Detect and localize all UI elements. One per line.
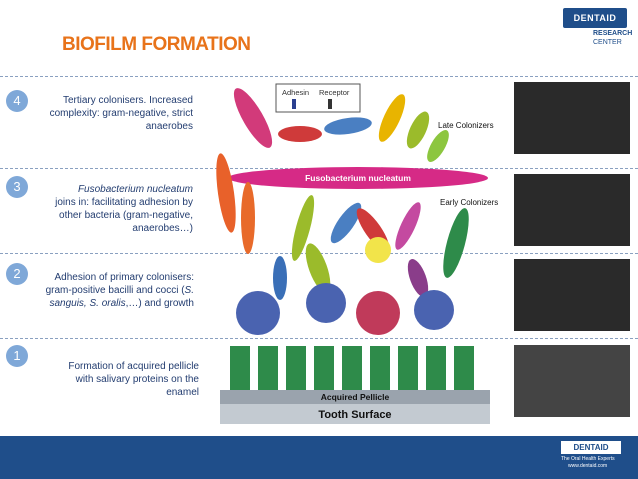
biofilm-diagram: Adhesin Receptor Late Colonizers Early C… [216,83,498,424]
micrograph-early [514,174,630,246]
legend-receptor: Receptor [319,88,350,97]
step-1-text: Formation of acquired pellicle with sali… [68,361,199,398]
fusobacterium-shape [228,167,488,189]
fusobacterium-label: Fusobacterium nucleatum [305,173,411,183]
pellicle-bar [220,390,490,404]
step-3-text: Fusobacterium nucleatum joins in: facilit… [50,183,193,235]
step-2-text-b: ,…) and growth [125,298,194,309]
divider [0,76,638,77]
micrograph-pellicle [514,345,630,417]
footer-bar [0,436,638,479]
micrograph-cocci [514,259,630,331]
tooth-bar [220,404,490,424]
step-number-1: 1 [6,345,28,367]
logo-brand: DENTAID [563,8,627,28]
step-3-italic: Fusobacterium nucleatum [77,184,193,195]
step-number-4: 4 [6,90,28,112]
dentaid-logo: DENTAID RESEARCH CENTER [563,8,633,52]
page-title: BIOFILM FORMATION [62,34,251,55]
legend-adhesin: Adhesin [282,88,309,97]
legend: Adhesin Receptor [275,83,361,113]
cocci-group [236,283,454,335]
step-3-body: joins in: facilitating adhesion by other… [55,197,193,234]
divider [0,338,638,339]
pellicle-label: Acquired Pellicle [321,392,390,402]
step-2-text-a: Adhesion of primary colonisers: gram-pos… [45,272,194,296]
step-number-2: 2 [6,263,28,285]
logo-line-research: RESEARCH [593,30,633,37]
footer-url: www.dentaid.com [568,463,608,469]
early-colonizers [216,153,469,300]
step-number-3: 3 [6,176,28,198]
tooth-label: Tooth Surface [318,409,391,421]
late-colonizers [233,88,449,162]
footer-tagline: The Oral Health Experts [561,456,615,462]
footer-logo: DENTAID [561,441,621,454]
step-4-text: Tertiary colonisers. Increased complexit… [49,95,193,132]
early-colonizers-label: Early Colonizers [440,198,498,207]
late-colonizers-label: Late Colonizers [438,121,494,130]
micrograph-late [514,82,630,154]
step-2-italic: S. sanguis, S. oralis [49,285,194,309]
protein-stems [230,346,474,398]
logo-line-center: CENTER [593,39,622,46]
step-2-text: Adhesion of primary colonisers: gram-pos… [36,271,194,310]
